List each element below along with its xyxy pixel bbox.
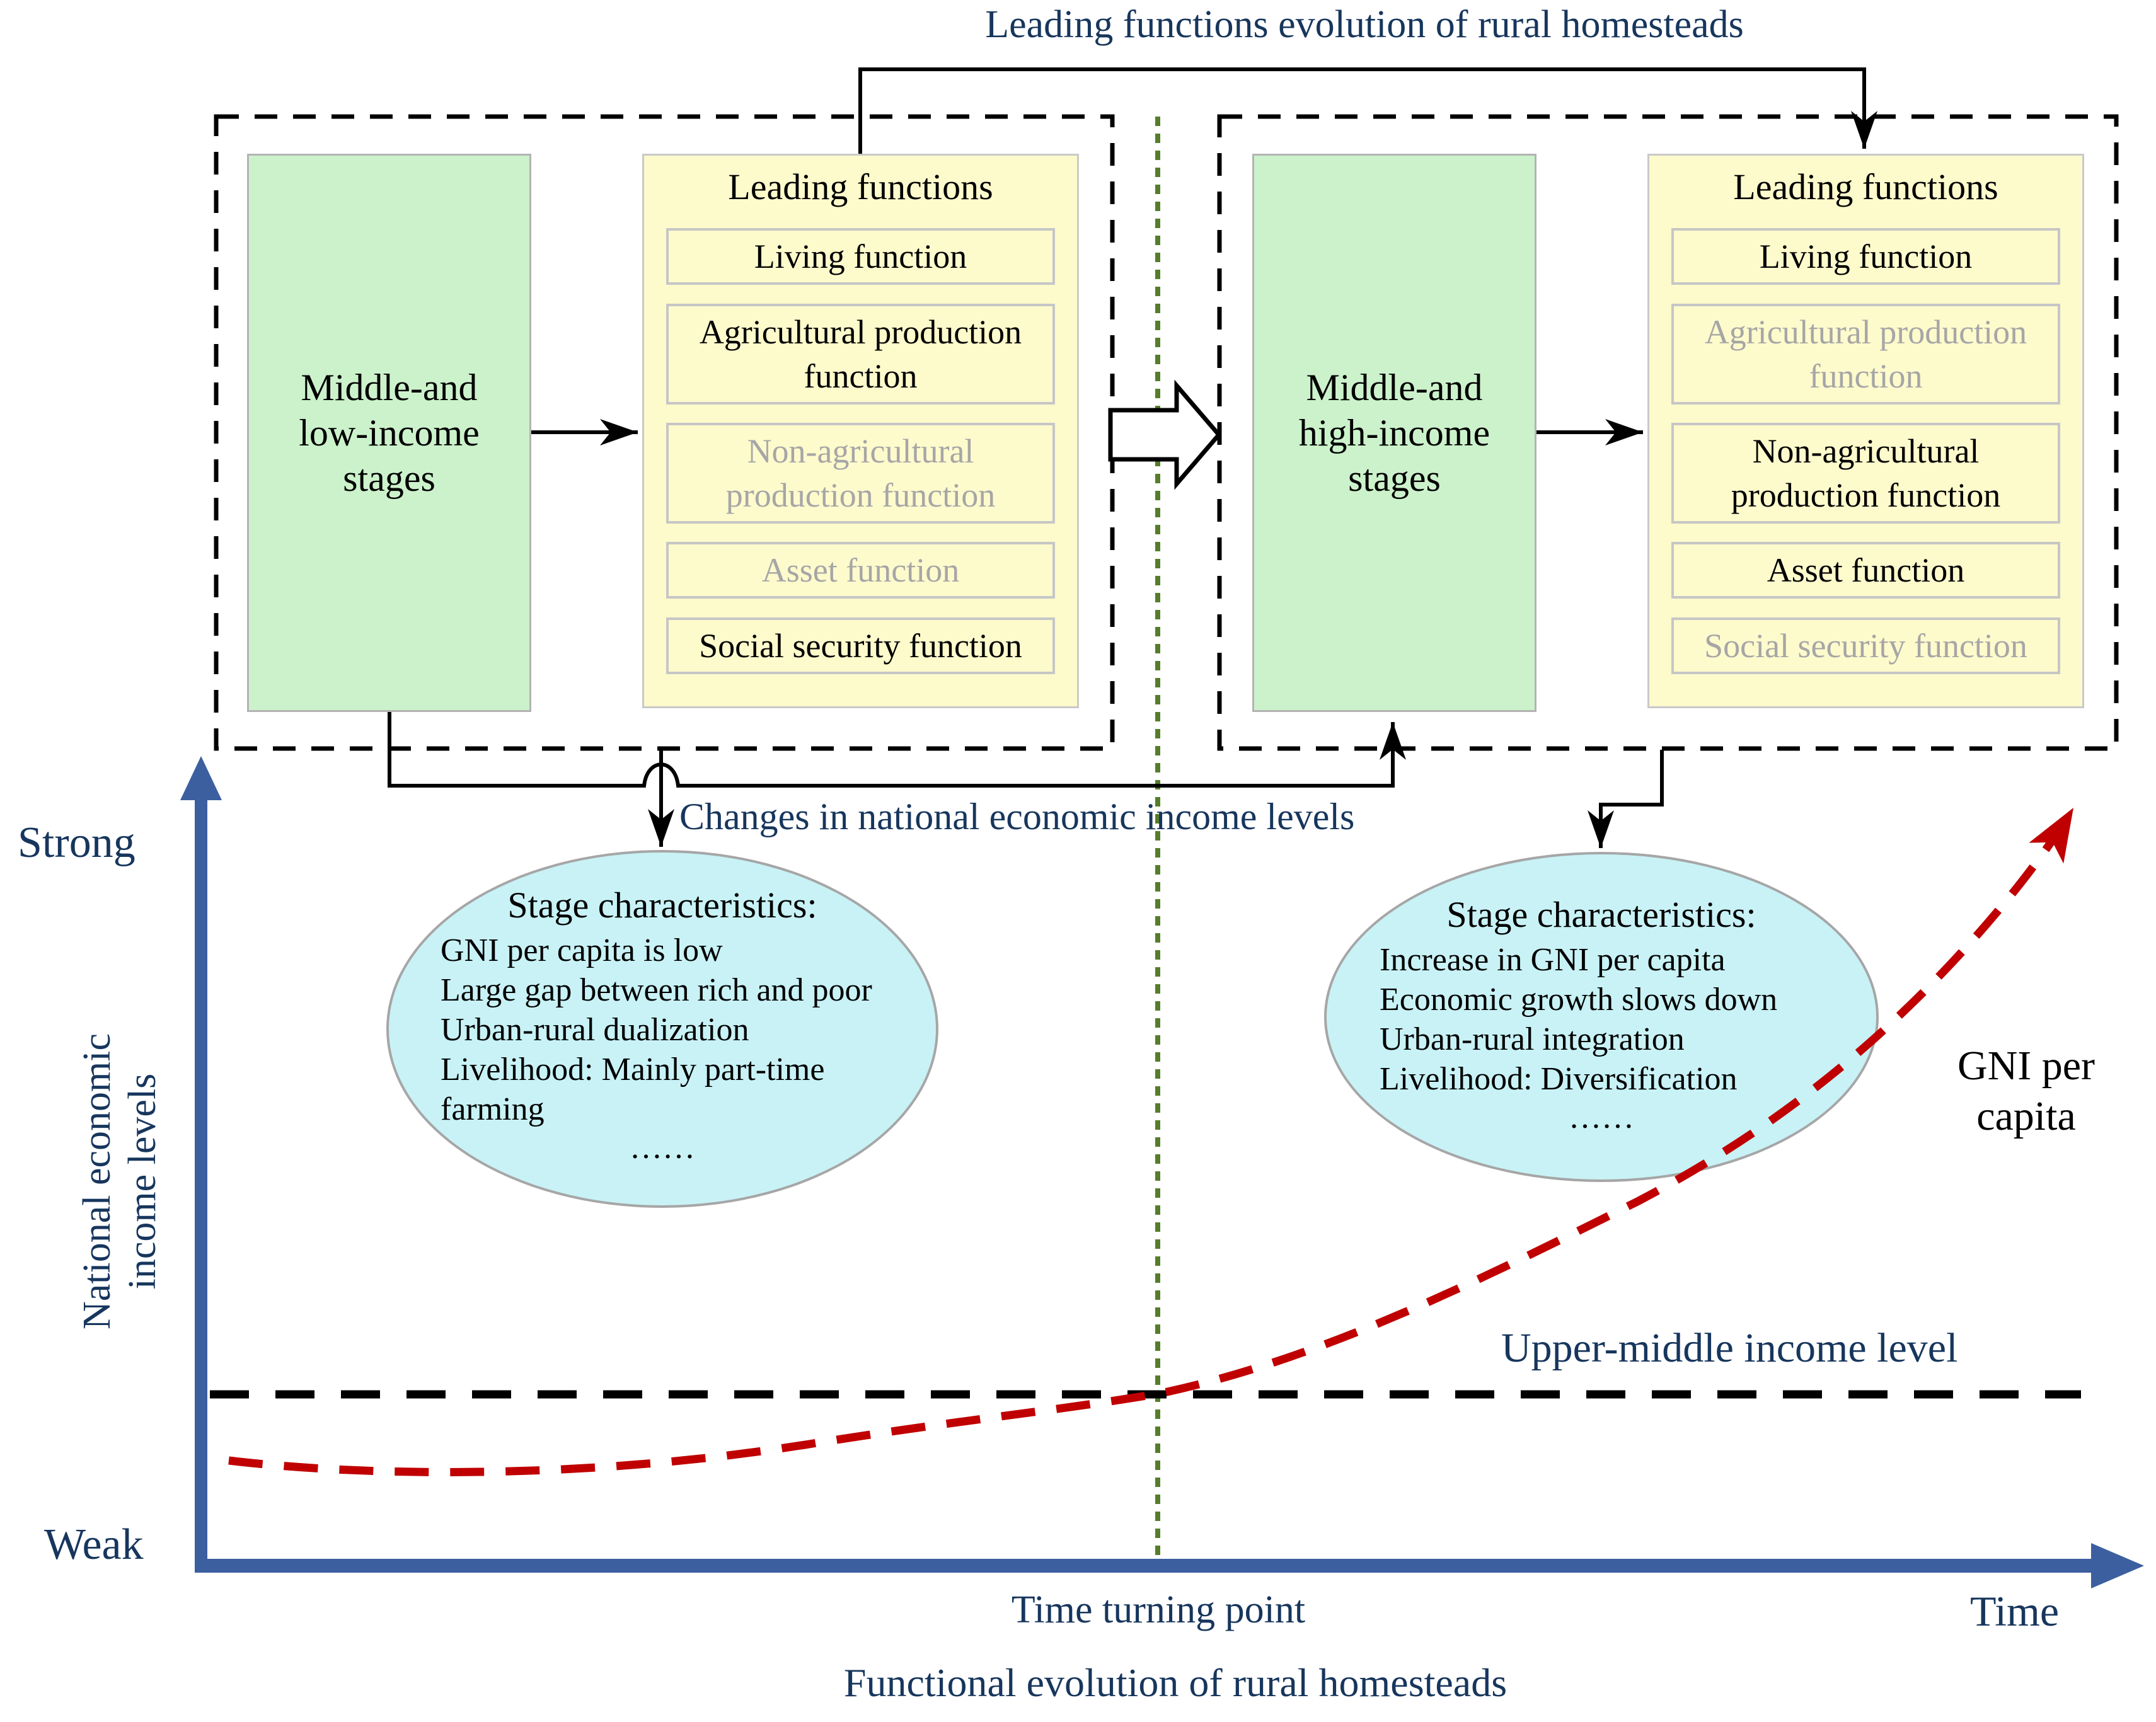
x-axis-arrowhead-icon xyxy=(2091,1543,2144,1588)
top-evolution-title: Leading functions evolution of rural hom… xyxy=(985,3,1744,46)
y-axis-strong-label: Strong xyxy=(18,818,135,867)
left-stage-line2: low-income xyxy=(299,412,480,454)
function-item-asset: Asset function xyxy=(1671,542,2060,599)
gni-label-line2: capita xyxy=(1976,1093,2076,1139)
characteristic-line: Livelihood: Mainly part-time xyxy=(441,1052,825,1088)
left-ellipse-title: Stage characteristics: xyxy=(507,885,817,926)
time-turning-point-label: Time turning point xyxy=(1011,1588,1306,1631)
right-stage-line3: stages xyxy=(1348,457,1441,499)
characteristic-line: Large gap between rich and poor xyxy=(441,972,872,1008)
right-stage-box: Middle-and high-income stages xyxy=(1252,154,1536,712)
left-ellipse-lines: GNI per capita is low Large gap between … xyxy=(389,931,936,1129)
characteristic-line: Urban-rural dualization xyxy=(441,1012,749,1048)
leading-functions-evolution-connector xyxy=(858,67,1877,155)
y-axis-title: National economic income levels xyxy=(74,885,169,1478)
left-functions-list: Living function Agricultural production … xyxy=(644,210,1077,692)
right-ellipse-title: Stage characteristics: xyxy=(1446,894,1756,935)
function-item-agricultural: Agricultural production function xyxy=(666,303,1055,405)
gni-per-capita-label: GNI per capita xyxy=(1910,1041,2143,1142)
x-axis-time-label: Time xyxy=(1970,1587,2060,1635)
y-axis-title-line2: income levels xyxy=(121,1073,164,1290)
y-axis-weak-label: Weak xyxy=(44,1520,144,1569)
right-stage-line1: Middle-and xyxy=(1306,367,1483,408)
function-item-asset: Asset function xyxy=(666,542,1055,599)
characteristic-line: Livelihood: Diversification xyxy=(1380,1061,1738,1097)
characteristic-line: farming xyxy=(441,1091,545,1127)
upper-middle-income-label: Upper-middle income level xyxy=(1501,1325,1958,1371)
characteristic-line: Increase in GNI per capita xyxy=(1380,942,1726,978)
function-item-non-agricultural: Non-agricultural production function xyxy=(666,422,1055,524)
y-axis-title-line1: National economic xyxy=(76,1033,118,1329)
left-stage-box: Middle-and low-income stages xyxy=(247,154,531,712)
right-stage-characteristics-ellipse: Stage characteristics: Increase in GNI p… xyxy=(1324,852,1879,1182)
right-functions-title: Leading functions xyxy=(1733,166,1998,207)
characteristic-line: Economic growth slows down xyxy=(1380,982,1778,1018)
function-item-social-security: Social security function xyxy=(666,617,1055,674)
left-stage-characteristics-ellipse: Stage characteristics: GNI per capita is… xyxy=(386,850,938,1208)
changes-income-levels-label: Changes in national economic income leve… xyxy=(679,796,1355,837)
right-ellipse-dots: …… xyxy=(1569,1099,1634,1135)
function-item-agricultural: Agricultural production function xyxy=(1671,303,2060,405)
left-stage-line3: stages xyxy=(343,457,435,499)
function-item-living: Living function xyxy=(1671,228,2060,285)
function-item-social-security: Social security function xyxy=(1671,617,2060,674)
function-item-living: Living function xyxy=(666,228,1055,285)
right-functions-panel: Leading functions Living function Agricu… xyxy=(1647,154,2084,708)
left-ellipse-dots: …… xyxy=(630,1130,695,1166)
left-functions-panel: Leading functions Living function Agricu… xyxy=(642,154,1079,708)
stage-transition-block-arrow xyxy=(1108,379,1222,490)
left-functions-title: Leading functions xyxy=(728,166,993,207)
left-stage-line1: Middle-and xyxy=(301,367,478,408)
characteristic-line: GNI per capita is low xyxy=(441,933,723,968)
right-stage-line2: high-income xyxy=(1298,412,1490,454)
function-item-non-agricultural: Non-agricultural production function xyxy=(1671,422,2060,524)
right-ellipse-lines: Increase in GNI per capita Economic grow… xyxy=(1327,940,1876,1099)
gni-label-line1: GNI per xyxy=(1957,1043,2095,1089)
right-functions-list: Living function Agricultural production … xyxy=(1649,210,2082,692)
characteristic-line: Urban-rural integration xyxy=(1380,1021,1685,1057)
figure-caption: Functional evolution of rural homesteads xyxy=(843,1660,1507,1705)
y-axis-arrowhead-icon xyxy=(180,756,222,800)
